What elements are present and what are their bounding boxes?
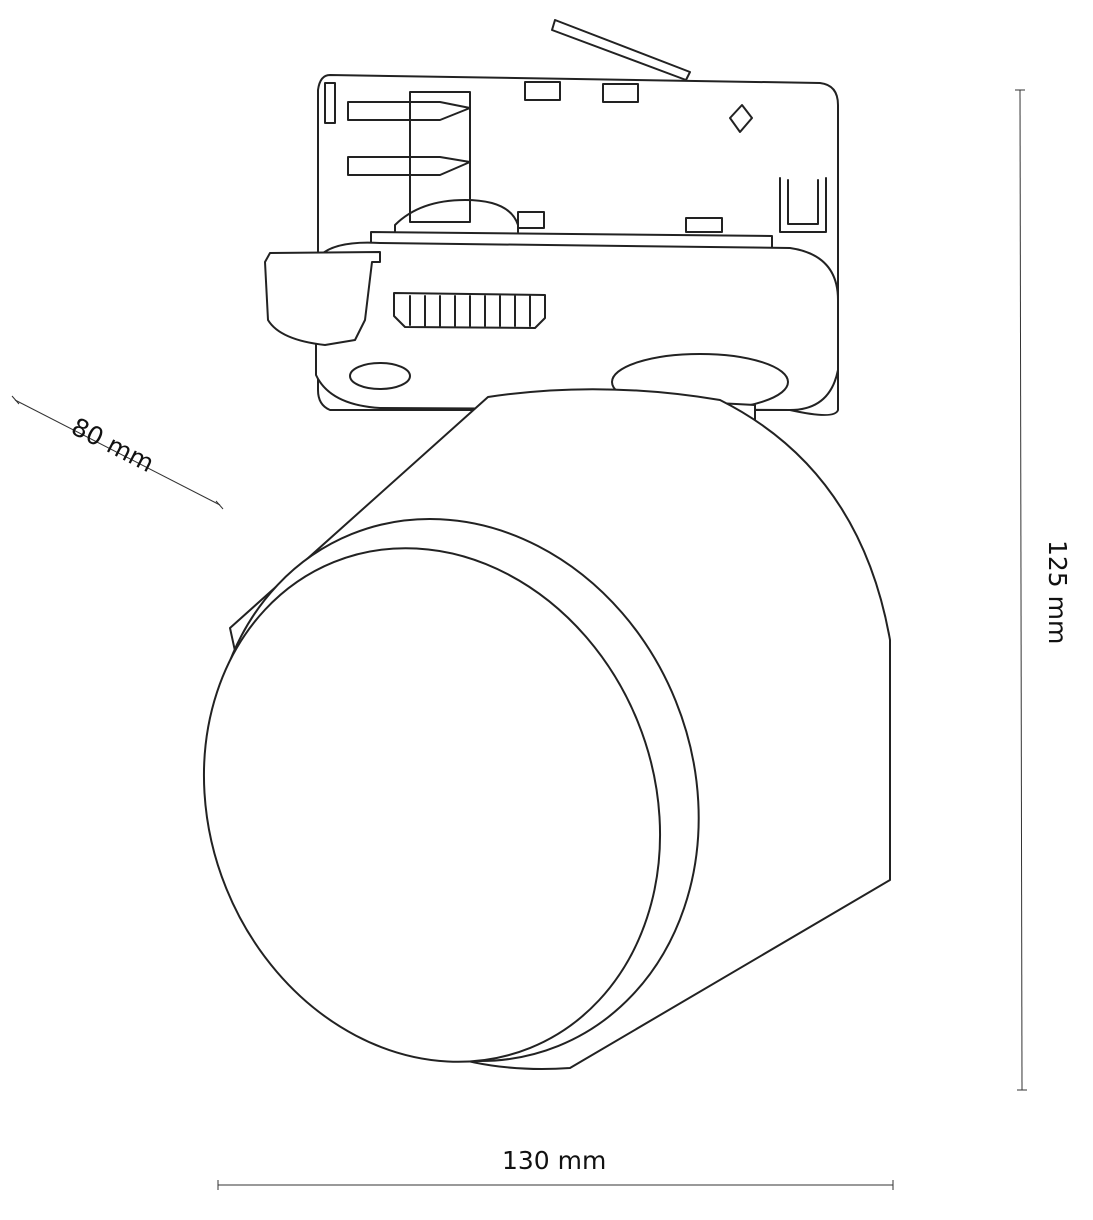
- track-adapter: [264, 19, 839, 431]
- spot-head: [202, 388, 891, 1070]
- dimension-lines: [11, 89, 1027, 1190]
- width-label: 130 mm: [502, 1146, 607, 1175]
- height-label: 125 mm: [1043, 540, 1072, 645]
